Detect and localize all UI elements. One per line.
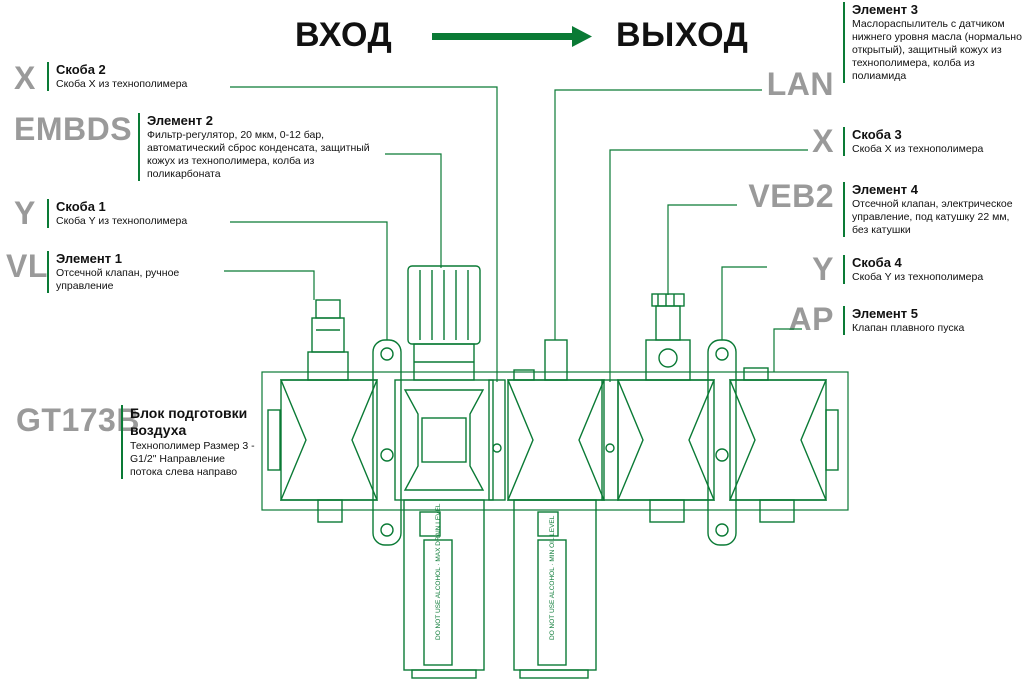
callout-element-4: Элемент 4 Отсечной клапан, электрическое… xyxy=(843,182,1024,237)
callout-title: Скоба 1 xyxy=(56,199,106,214)
callout-title: Блок подготовки воздуха xyxy=(130,405,248,438)
code-veb2: VEB2 xyxy=(748,178,834,214)
callout-title: Элемент 3 xyxy=(852,2,918,17)
mounting-outline xyxy=(261,371,849,511)
callout-desc: Скоба X из технополимера xyxy=(852,143,984,155)
code-x-right: X xyxy=(812,123,834,159)
callout-title: Скоба 2 xyxy=(56,62,106,77)
module-element-3 xyxy=(506,339,606,679)
callout-title: Скоба 4 xyxy=(852,255,902,270)
bowl-label-right: DO NOT USE ALCOHOL · MIN OIL LEVEL xyxy=(549,515,556,640)
callout-desc: Фильтр-регулятор, 20 мкм, 0-12 бар, авто… xyxy=(147,129,370,180)
module-element-5 xyxy=(728,367,839,523)
callout-bracket-4: Скоба 4 Скоба Y из технополимера xyxy=(843,255,1022,284)
callout-desc: Отсечной клапан, электрическое управлени… xyxy=(852,198,1013,236)
code-embds: EMBDS xyxy=(14,111,133,147)
callout-title: Элемент 5 xyxy=(852,306,918,321)
module-element-4 xyxy=(616,293,716,523)
callout-element-1: Элемент 1 Отсечной клапан, ручное управл… xyxy=(47,251,184,293)
module-element-2 xyxy=(394,265,494,679)
callout-desc: Технополимер Размер 3 - G1/2" Направлени… xyxy=(130,440,255,478)
callout-title: Элемент 1 xyxy=(56,251,122,266)
code-ap: AP xyxy=(788,301,834,337)
callout-bracket-2: Скоба 2 Скоба X из технополимера xyxy=(47,62,256,91)
callout-bracket-1: Скоба 1 Скоба Y из технополимера xyxy=(47,199,256,228)
callout-desc: Отсечной клапан, ручное управление xyxy=(56,267,180,292)
callout-fru-block: Блок подготовки воздуха Технополимер Раз… xyxy=(121,405,260,479)
code-x-left: X xyxy=(14,60,36,96)
callout-title: Элемент 2 xyxy=(147,113,213,128)
bowl-label-left: DO NOT USE ALCOHOL · MAX DRAIN LEVEL xyxy=(435,503,442,640)
callout-desc: Скоба Y из технополимера xyxy=(852,271,984,283)
code-vl: VL xyxy=(6,248,48,284)
callout-desc: Скоба Y из технополимера xyxy=(56,215,188,227)
callout-desc: Клапан плавного пуска xyxy=(852,322,965,334)
code-y-right: Y xyxy=(812,251,834,287)
callout-element-2: Элемент 2 Фильтр-регулятор, 20 мкм, 0-12… xyxy=(138,113,379,181)
callout-element-3: Элемент 3 Маслораспылитель с датчиком ни… xyxy=(843,2,1022,83)
callout-title: Скоба 3 xyxy=(852,127,902,142)
code-gt173b: GT173B xyxy=(16,402,140,438)
module-element-1 xyxy=(267,299,379,523)
leader-lines xyxy=(224,86,808,382)
code-lan: LAN xyxy=(766,66,834,102)
flow-arrow-icon xyxy=(432,26,592,47)
callout-element-5: Элемент 5 Клапан плавного пуска xyxy=(843,306,1022,335)
callout-title: Элемент 4 xyxy=(852,182,918,197)
callout-bracket-3: Скоба 3 Скоба X из технополимера xyxy=(843,127,1022,156)
callout-desc: Маслораспылитель с датчиком нижнего уров… xyxy=(852,18,1022,82)
brackets xyxy=(372,339,737,546)
code-y-left: Y xyxy=(14,195,36,231)
inlet-label: ВХОД xyxy=(295,16,393,54)
outlet-label: ВЫХОД xyxy=(616,16,749,54)
callout-desc: Скоба X из технополимера xyxy=(56,78,188,90)
